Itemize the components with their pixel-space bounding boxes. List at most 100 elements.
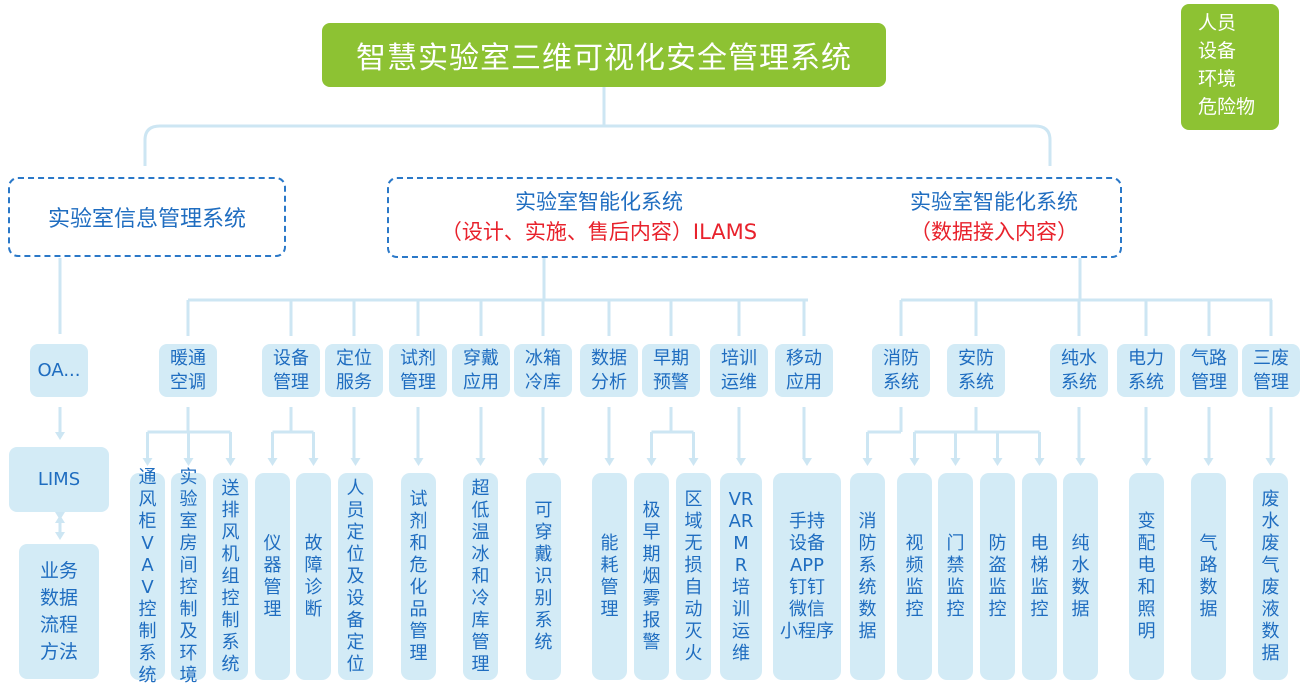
- leaf-label: 气路数据: [1199, 532, 1218, 620]
- business-data-box: 业务 数据 流程 方法: [19, 544, 99, 679]
- leaf-label: 仪器管理: [263, 532, 282, 620]
- leaf-label: 视频监控: [905, 532, 924, 620]
- leaf-label: 消防系统数据: [858, 510, 877, 642]
- module-label: 早期 预警: [653, 347, 689, 393]
- arrow-head-icon: [55, 512, 65, 520]
- smart-left-title: 实验室智能化系统: [515, 190, 683, 214]
- module-box: 气路 管理: [1180, 344, 1238, 397]
- leaf-label: 通风柜VAV控制系统: [138, 466, 157, 686]
- module-box: 定位 服务: [325, 344, 383, 397]
- leaf-box: 实验室房间控制及环境: [171, 467, 206, 686]
- leaf-box: 故障诊断: [296, 473, 331, 680]
- info-management-system: 实验室信息管理系统: [8, 177, 286, 257]
- leaf-label: 能耗管理: [600, 532, 619, 620]
- legend-item: 人员: [1198, 12, 1237, 34]
- arrow-head-icon: [308, 458, 319, 466]
- leaf-box: 可穿戴识别系统: [526, 473, 561, 680]
- module-label: 培训 运维: [721, 347, 757, 393]
- leaf-box: VR AR M R 培 训 运 维: [720, 473, 762, 680]
- module-label: 数据 分析: [591, 347, 627, 393]
- arrow-head-icon: [1141, 458, 1152, 466]
- arrow-head-icon: [604, 458, 615, 466]
- module-box: 移动 应用: [775, 344, 833, 397]
- leaf-label: 防盗监控: [988, 532, 1007, 620]
- module-label: 暖通 空调: [170, 347, 206, 393]
- arrow-head-icon: [1203, 458, 1214, 466]
- module-label: 穿戴 应用: [463, 347, 499, 393]
- module-label: 冰箱 冷库: [525, 347, 561, 393]
- leaf-box: 能耗管理: [592, 473, 627, 680]
- legend-item: 环境: [1198, 68, 1237, 90]
- module-label: 纯水 系统: [1061, 347, 1097, 393]
- leaf-label: 手持 设备 APP 钉钉 微信 小程序: [780, 510, 834, 642]
- top-branch: [143, 124, 1052, 166]
- leaf-label: 试剂和危化品管理: [409, 488, 428, 664]
- leaf-label: 超低温冰和冷库管理: [471, 477, 490, 675]
- arrow-head-icon: [55, 432, 65, 440]
- legend-item: 设备: [1198, 40, 1237, 62]
- leaf-box: 人员定位及设备定位: [338, 473, 373, 680]
- arrow-head-icon: [1075, 458, 1086, 466]
- module-label: 安防 系统: [958, 347, 994, 393]
- arrow-head-icon: [992, 458, 1003, 466]
- lims-label: LIMS: [37, 468, 81, 490]
- leaf-box: 通风柜VAV控制系统: [130, 467, 165, 686]
- module-box: 培训 运维: [710, 344, 768, 397]
- smart-system-right: 实验室智能化系统 （数据接入内容）: [859, 187, 1129, 247]
- module-box: 暖通 空调: [159, 344, 217, 397]
- legend-box: 人员 设备 环境 危险物: [1181, 4, 1279, 130]
- leaf-label: 纯水数据: [1071, 532, 1090, 620]
- leaf-box: 视频监控: [897, 473, 932, 680]
- leaf-label: 故障诊断: [304, 532, 323, 620]
- leaf-box: 极早期烟雾报警: [634, 473, 669, 680]
- module-label: 设备 管理: [273, 347, 309, 393]
- leaf-label: 送排风机组控制系统: [221, 477, 240, 675]
- leaf-box: 纯水数据: [1063, 473, 1098, 680]
- leaf-label: 电梯监控: [1030, 532, 1049, 620]
- leaf-box: 门禁监控: [938, 473, 973, 680]
- arrow-head-icon: [862, 458, 873, 466]
- arrow-head-icon: [1265, 458, 1276, 466]
- arrow-head-icon: [225, 458, 236, 466]
- smart-right-title: 实验室智能化系统: [910, 190, 1078, 214]
- smart-left-subtitle: （设计、实施、售后内容）ILAMS: [440, 220, 758, 244]
- leaf-box: 仪器管理: [255, 473, 290, 680]
- module-box: 设备 管理: [262, 344, 320, 397]
- leaf-box: 试剂和危化品管理: [401, 473, 436, 680]
- leaf-label: 人员定位及设备定位: [346, 477, 365, 675]
- system-title: 智慧实验室三维可视化安全管理系统: [322, 23, 886, 87]
- arrow-head-icon: [475, 458, 486, 466]
- leaf-label: 门禁监控: [946, 532, 965, 620]
- leaf-box: 废水废气废液数据: [1253, 473, 1288, 680]
- leaf-label: 废水废气废液数据: [1261, 488, 1280, 664]
- module-label: 定位 服务: [336, 347, 372, 393]
- leaf-label: 可穿戴识别系统: [534, 499, 553, 653]
- module-label: 电力 系统: [1128, 347, 1164, 393]
- oa-label: OA...: [37, 359, 81, 381]
- arrow-head-icon: [736, 458, 746, 466]
- arrow-head-icon: [909, 458, 920, 466]
- leaf-box: 气路数据: [1191, 473, 1226, 680]
- arrow-head-icon: [1034, 458, 1045, 466]
- leaf-box: 电梯监控: [1022, 473, 1057, 680]
- arrow-head-icon: [413, 458, 424, 466]
- leaf-label: VR AR M R 培 训 运 维: [728, 488, 754, 664]
- arrow-head-icon: [183, 458, 194, 466]
- leaf-label: 极早期烟雾报警: [642, 499, 661, 653]
- module-box: 安防 系统: [947, 344, 1005, 397]
- business-data-label: 业务 数据 流程 方法: [39, 559, 78, 663]
- smart-right-subtitle: （数据接入内容）: [910, 220, 1078, 244]
- module-box: 试剂 管理: [389, 344, 447, 397]
- leaf-box: 变配电和照明: [1129, 473, 1164, 680]
- module-box: 电力 系统: [1117, 344, 1175, 397]
- arrow-head-icon: [267, 458, 278, 466]
- leaf-box: 防盗监控: [980, 473, 1015, 680]
- leaf-label: 变配电和照明: [1137, 510, 1156, 642]
- arrow-head-icon: [950, 458, 961, 466]
- arrow-head-icon: [350, 458, 361, 466]
- module-label: 消防 系统: [883, 347, 919, 393]
- leaf-box: 超低温冰和冷库管理: [463, 473, 498, 680]
- leaf-box: 区域无损自动灭火: [676, 473, 711, 680]
- module-box: 消防 系统: [872, 344, 930, 397]
- arrow-head-icon: [646, 458, 657, 466]
